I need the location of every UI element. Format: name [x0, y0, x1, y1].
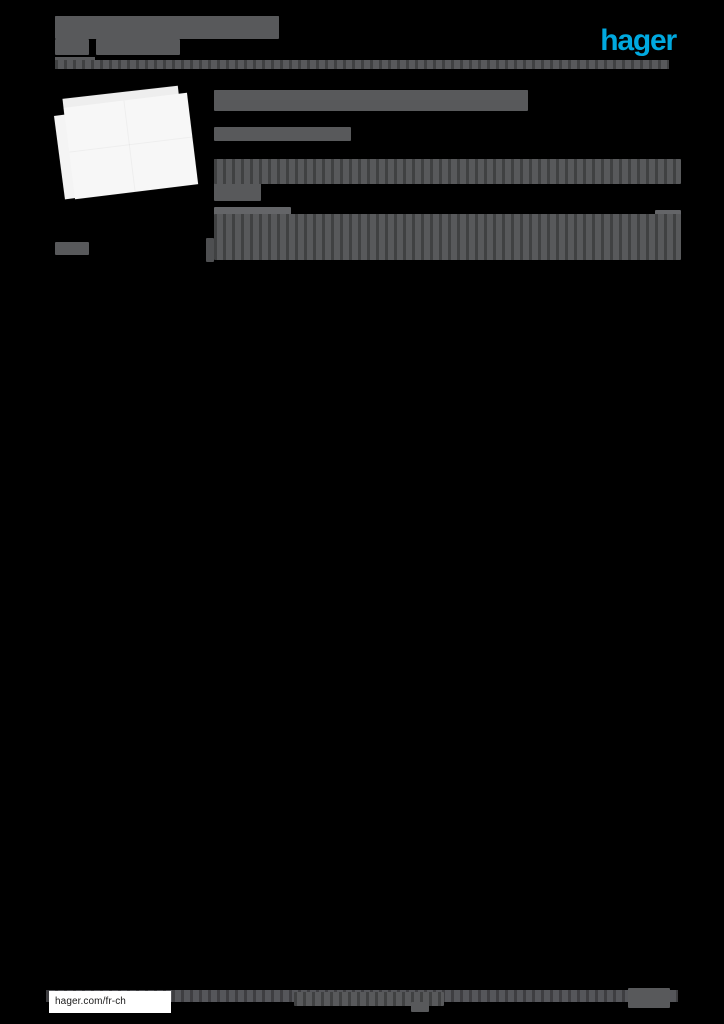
product-sheet-front: [63, 92, 199, 200]
product-sheet-crease-horizontal: [69, 136, 192, 152]
footer-website-url[interactable]: hager.com/fr-ch: [49, 991, 171, 1013]
header-title-redaction: [55, 16, 279, 39]
header-subtitle-redaction: [55, 39, 89, 55]
header-divider-texture: [55, 60, 669, 69]
header-divider: [55, 60, 669, 69]
left-column-edge-redaction: [206, 238, 214, 262]
left-column-label-redaction: [55, 242, 89, 255]
product-sheet-crease-vertical: [123, 100, 135, 191]
footer-page-number-redaction: [628, 988, 670, 1008]
content-band-2-redaction: [214, 214, 681, 260]
content-band-2-label-redaction: [214, 207, 291, 217]
footer-center-text-redaction: [294, 992, 444, 1006]
product-title-redaction: [214, 90, 528, 111]
content-band-1-texture: [214, 159, 681, 184]
product-subtitle-redaction: [214, 127, 351, 141]
product-image: [54, 85, 201, 210]
footer-center-texture: [294, 992, 444, 1006]
header-title-second-line-redaction: [96, 39, 180, 55]
content-band-2-texture: [214, 214, 681, 260]
hager-logo: hager: [600, 24, 677, 57]
content-band-1-redaction: [214, 159, 681, 184]
footer-center-marker-redaction: [411, 1002, 429, 1012]
